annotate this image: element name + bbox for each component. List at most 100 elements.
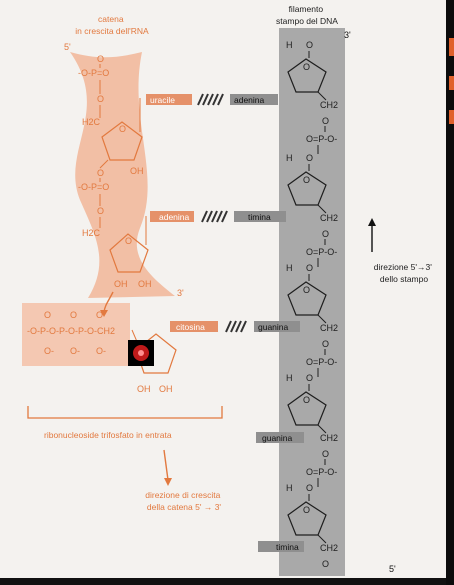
dna-ch2-bond-1 xyxy=(317,91,327,101)
incoming-nucleotide: O O O -O-P-O-P-O-P-O-CH2 O- O- O- OH OH xyxy=(27,310,177,394)
growth-dir-line2: della catena 5' → 3' xyxy=(147,502,222,512)
dna-h-2: H xyxy=(286,153,293,163)
rna-base-3: citosina xyxy=(176,322,205,332)
dna-o-top-1: O xyxy=(306,40,313,50)
dna-h-1: H xyxy=(286,40,293,50)
rna-oh-2b: OH xyxy=(138,279,152,289)
deoxyribose-ring-2 xyxy=(287,171,327,206)
edge-accent-1 xyxy=(449,38,454,56)
dna-phosphate-4: O=P-O- xyxy=(306,467,337,477)
dna-o-top-4: O xyxy=(306,373,313,383)
rna-o-1: O xyxy=(97,94,104,104)
tri-o-a: O xyxy=(44,310,51,320)
dna-ch2-5: CH2 xyxy=(320,543,338,553)
dna-base-2: timina xyxy=(248,212,271,222)
dna-ring-o-4: O xyxy=(303,395,310,405)
deoxyribose-ring-3 xyxy=(287,281,327,316)
dna-phosphate-2: O=P-O- xyxy=(306,247,337,257)
rna-title-line1: catena xyxy=(98,14,124,24)
dna-ch2-4: CH2 xyxy=(320,433,338,443)
chain-link-arrowhead xyxy=(100,310,108,317)
dna-ch2-3: CH2 xyxy=(320,323,338,333)
edge-accent-3 xyxy=(449,110,454,124)
incoming-label: ribonucleoside trifosfato in entrata xyxy=(44,430,172,440)
dna-ch2-bond-4 xyxy=(317,424,327,434)
dna-base-3: guanina xyxy=(258,322,289,332)
rna-3prime-label: 3' xyxy=(177,288,184,298)
incoming-oh-b: OH xyxy=(159,384,173,394)
template-direction-arrowhead xyxy=(368,218,376,226)
dna-template-strip xyxy=(279,28,345,576)
rna-o-2: O xyxy=(97,168,104,178)
rna-ring-o-2: O xyxy=(125,236,132,246)
ribose-ring-2 xyxy=(109,233,149,273)
tri-ominus-b: O- xyxy=(70,346,80,356)
transcription-diagram: catena in crescita dell'RNA 5' 3' O -O-P… xyxy=(22,4,434,576)
diagram-canvas: catena in crescita dell'RNA 5' 3' O -O-P… xyxy=(0,0,446,578)
rna-h2c-2: H2C xyxy=(82,228,101,238)
base-pair-1: uracile adenina xyxy=(146,93,278,106)
dna-h-4: H xyxy=(286,373,293,383)
rna-oh-2a: OH xyxy=(114,279,128,289)
incoming-bracket xyxy=(27,406,223,419)
rna-nucleotide-2: O -O-P=O O H2C O OH OH xyxy=(78,159,152,289)
dna-phosphate-3: O=P-O- xyxy=(306,357,337,367)
dna-h-5: H xyxy=(286,483,293,493)
growth-direction-arrowhead xyxy=(164,478,172,486)
tri-o-b: O xyxy=(70,310,77,320)
growth-direction-label: direzione di crescita della catena 5' → … xyxy=(145,490,223,512)
dna-ch2-bond-3 xyxy=(317,314,327,324)
rna-5prime-label: 5' xyxy=(64,42,71,52)
base-pair-4: guanina xyxy=(256,432,304,443)
deoxyribose-ring-1 xyxy=(287,58,327,93)
rna-phosphate-2: -O-P=O xyxy=(78,182,109,192)
dna-base-4: guanina xyxy=(262,433,293,443)
rna-oh-1: OH xyxy=(130,166,144,176)
ribose-ring-incoming xyxy=(135,333,177,374)
rna-nucleotide-1: O -O-P=O O H2C O OH xyxy=(78,54,144,176)
rna-chain-band xyxy=(70,52,175,298)
dna-h-3: H xyxy=(286,263,293,273)
template-direction-label: direzione 5'→3' dello stampo xyxy=(374,262,434,284)
tri-o-c: O xyxy=(96,310,103,320)
dna-strand-title: filamento stampo del DNA xyxy=(276,4,338,26)
dna-ring-o-2: O xyxy=(303,175,310,185)
incoming-oh-a: OH xyxy=(137,384,151,394)
dna-o-1: O xyxy=(322,116,329,126)
dna-3prime-label: 3' xyxy=(344,30,351,40)
deoxyribose-ring-4 xyxy=(287,391,327,426)
dna-o-4: O xyxy=(322,449,329,459)
dna-phosphate-1: O=P-O- xyxy=(306,134,337,144)
dna-base-1: adenina xyxy=(234,95,265,105)
base-pair-5: timina xyxy=(258,541,304,552)
tri-ominus-c: O- xyxy=(96,346,106,356)
dna-title-line1: filamento xyxy=(289,4,324,14)
template-dir-line1: direzione 5'→3' xyxy=(374,262,432,272)
edge-accent-2 xyxy=(449,76,454,90)
dna-ch2-bond-5 xyxy=(317,534,327,544)
target-cursor-dot xyxy=(138,350,144,356)
base-pair-3: citosina guanina xyxy=(170,320,300,333)
base-pair-2: adenina timina xyxy=(150,210,286,223)
rna-ring-o-1: O xyxy=(119,124,126,134)
dna-ch2-bond-2 xyxy=(317,204,327,214)
dna-o-3: O xyxy=(322,339,329,349)
dna-ring-o-3: O xyxy=(303,285,310,295)
dna-title-line2: stampo del DNA xyxy=(276,16,338,26)
dna-5prime-label: 5' xyxy=(389,564,396,574)
rna-base-1: uracile xyxy=(150,95,175,105)
dna-base-5: timina xyxy=(276,542,299,552)
rna-o-3: O xyxy=(97,206,104,216)
dna-o-top-3: O xyxy=(306,263,313,273)
rna-phosphate-1: -O-P=O xyxy=(78,68,109,78)
dna-ch2-2: CH2 xyxy=(320,213,338,223)
rna-chain-title: catena in crescita dell'RNA xyxy=(75,14,149,36)
ribose-ring-1 xyxy=(101,121,143,161)
dna-o-2: O xyxy=(322,229,329,239)
growth-direction-arrow xyxy=(163,449,169,481)
dna-ring-o-5: O xyxy=(303,505,310,515)
rna-h2c-1: H2C xyxy=(82,117,101,127)
rna-base-2: adenina xyxy=(159,212,190,222)
rna-o-top: O xyxy=(97,54,104,64)
